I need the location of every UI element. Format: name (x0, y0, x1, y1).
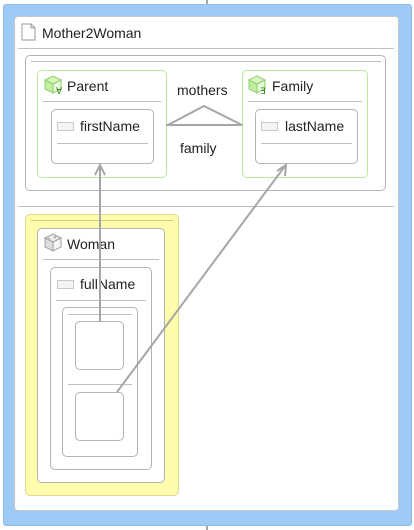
parent-class-name: Parent (67, 78, 109, 94)
attribute-icon (261, 122, 278, 131)
relation-label-family: family (180, 140, 217, 156)
class-cube-gray-icon (43, 233, 65, 256)
family-attribute-box[interactable] (255, 109, 358, 164)
parent-attribute-divider (57, 143, 148, 144)
target-model-divider (31, 220, 173, 221)
svg-text:∀: ∀ (56, 87, 63, 95)
woman-class-name: Woman (67, 236, 115, 252)
family-class-divider (248, 101, 362, 102)
woman-attribute-divider (56, 300, 146, 301)
header-divider (18, 48, 394, 49)
attribute-icon (57, 280, 74, 289)
concatenation-divider-middle (68, 384, 132, 385)
section-divider (18, 206, 394, 207)
relation-label-mothers: mothers (177, 82, 228, 98)
svg-text:∃: ∃ (260, 87, 266, 95)
source-model-divider (31, 61, 381, 62)
family-attribute-divider (261, 143, 352, 144)
class-cube-green-icon: ∃ (247, 75, 269, 98)
attribute-icon (57, 122, 74, 131)
class-cube-green-icon: ∀ (43, 75, 65, 98)
bottom-connector-line (206, 524, 208, 530)
parent-class-divider (43, 101, 161, 102)
transformation-title: Mother2Woman (42, 25, 142, 41)
first-part-slot[interactable] (75, 321, 124, 370)
parent-attribute-name: firstName (80, 118, 140, 134)
woman-attribute-name: fullName (80, 276, 136, 292)
concatenation-divider-top (68, 314, 132, 315)
family-attribute-name: lastName (285, 118, 345, 134)
family-class-name: Family (272, 78, 314, 94)
woman-class-divider (43, 259, 159, 260)
second-part-slot[interactable] (75, 392, 124, 441)
top-connector-line (206, 0, 208, 6)
document-icon (21, 23, 36, 44)
